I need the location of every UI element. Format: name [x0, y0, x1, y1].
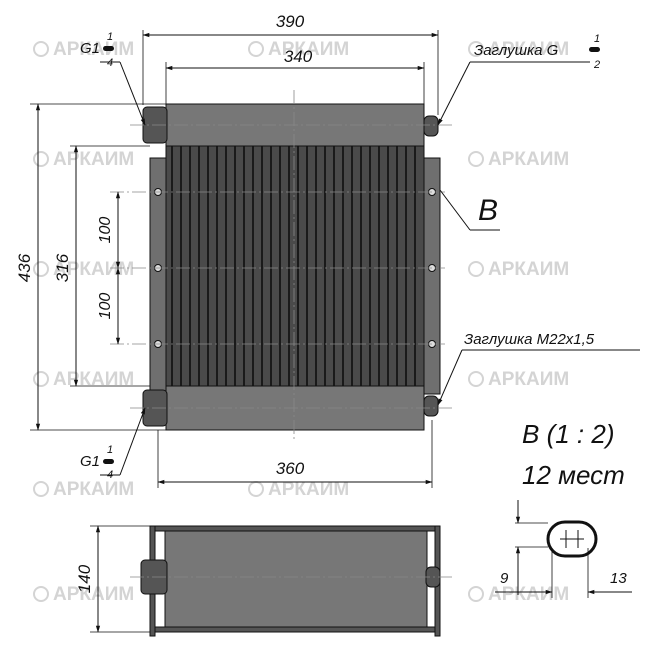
- dim-text-340: 340: [284, 47, 313, 66]
- svg-text:1: 1: [107, 444, 113, 456]
- svg-text:2: 2: [593, 59, 600, 71]
- side-flange-top: [149, 525, 441, 532]
- watermark: АРКАИМ: [468, 259, 569, 280]
- svg-text:АРКАИМ: АРКАИМ: [488, 259, 569, 280]
- dimension-100-lower: 100: [97, 267, 121, 345]
- svg-text:АРКАИМ: АРКАИМ: [268, 39, 349, 60]
- svg-text:АРКАИМ: АРКАИМ: [53, 39, 134, 60]
- svg-text:АРКАИМ: АРКАИМ: [53, 259, 134, 280]
- side-view: 140: [75, 525, 455, 637]
- callout-port-top-left: G1 1 4: [80, 31, 146, 126]
- watermark: АРКАИМ: [33, 479, 134, 500]
- svg-text:Заглушка G: Заглушка G: [474, 42, 559, 59]
- side-flange-bottom: [149, 626, 441, 633]
- plug-bottom-right: [423, 395, 439, 417]
- svg-text:Заглушка М22х1,5: Заглушка М22х1,5: [464, 331, 595, 348]
- dim-text-100-lower: 100: [97, 293, 114, 320]
- svg-text:4: 4: [107, 57, 113, 69]
- watermark: АРКАИМ: [468, 584, 569, 605]
- dim-text-9: 9: [500, 570, 509, 587]
- callout-plug-top-right: Заглушка G 1 2: [437, 33, 600, 126]
- svg-text:АРКАИМ: АРКАИМ: [53, 369, 134, 390]
- detail-view: B (1 : 2) 12 мест 9 13: [495, 419, 632, 598]
- dim-text-100-upper: 100: [97, 217, 114, 244]
- dimension-100-upper: 100: [97, 191, 121, 269]
- watermark: АРКАИМ: [33, 39, 134, 60]
- detail-title: B (1 : 2): [522, 419, 614, 449]
- svg-text:АРКАИМ: АРКАИМ: [488, 149, 569, 170]
- svg-text:1: 1: [107, 31, 113, 43]
- svg-text:G1: G1: [80, 40, 100, 57]
- watermark: АРКАИМ: [468, 39, 569, 60]
- svg-text:АРКАИМ: АРКАИМ: [268, 479, 349, 500]
- watermark: АРКАИМ: [33, 369, 134, 390]
- dim-text-316: 316: [53, 253, 72, 282]
- watermark: АРКАИМ: [468, 149, 569, 170]
- svg-text:АРКАИМ: АРКАИМ: [488, 39, 569, 60]
- dimension-360: 360: [157, 420, 433, 488]
- fin-core: [165, 145, 425, 387]
- front-view: [110, 90, 455, 440]
- dimension-140: 140: [75, 525, 150, 633]
- svg-text:4: 4: [107, 469, 113, 481]
- side-body: [164, 529, 428, 629]
- svg-text:АРКАИМ: АРКАИМ: [53, 584, 134, 605]
- svg-text:АРКАИМ: АРКАИМ: [53, 479, 134, 500]
- svg-text:B: B: [478, 194, 498, 227]
- callout-port-bottom-left: G1 1 4: [80, 407, 146, 481]
- watermark: АРКАИМ: [33, 259, 134, 280]
- callout-plug-right: Заглушка М22х1,5: [437, 331, 640, 406]
- watermark: АРКАИМ: [468, 369, 569, 390]
- fin-lines: [171, 146, 416, 386]
- svg-text:G1: G1: [80, 453, 100, 470]
- dimension-436: 436: [15, 103, 166, 431]
- svg-text:АРКАИМ: АРКАИМ: [53, 149, 134, 170]
- dim-text-13: 13: [610, 570, 627, 587]
- dimension-316: 316: [53, 145, 150, 387]
- watermark: АРКАИМ: [33, 149, 134, 170]
- svg-text:1: 1: [594, 33, 600, 45]
- dim-text-390: 390: [276, 12, 305, 31]
- dimension-390: 390: [142, 12, 439, 115]
- watermark: АРКАИМ: [248, 39, 349, 60]
- detail-count: 12 мест: [522, 460, 625, 490]
- view-marker-b: B: [439, 189, 500, 231]
- dimension-340: 340: [165, 47, 425, 104]
- plug-top-right: [423, 115, 439, 137]
- watermark: АРКАИМ: [33, 584, 134, 605]
- svg-text:АРКАИМ: АРКАИМ: [488, 369, 569, 390]
- svg-text:АРКАИМ: АРКАИМ: [488, 584, 569, 605]
- dim-text-436: 436: [15, 253, 34, 282]
- dim-text-140: 140: [75, 564, 94, 593]
- dim-text-360: 360: [276, 459, 305, 478]
